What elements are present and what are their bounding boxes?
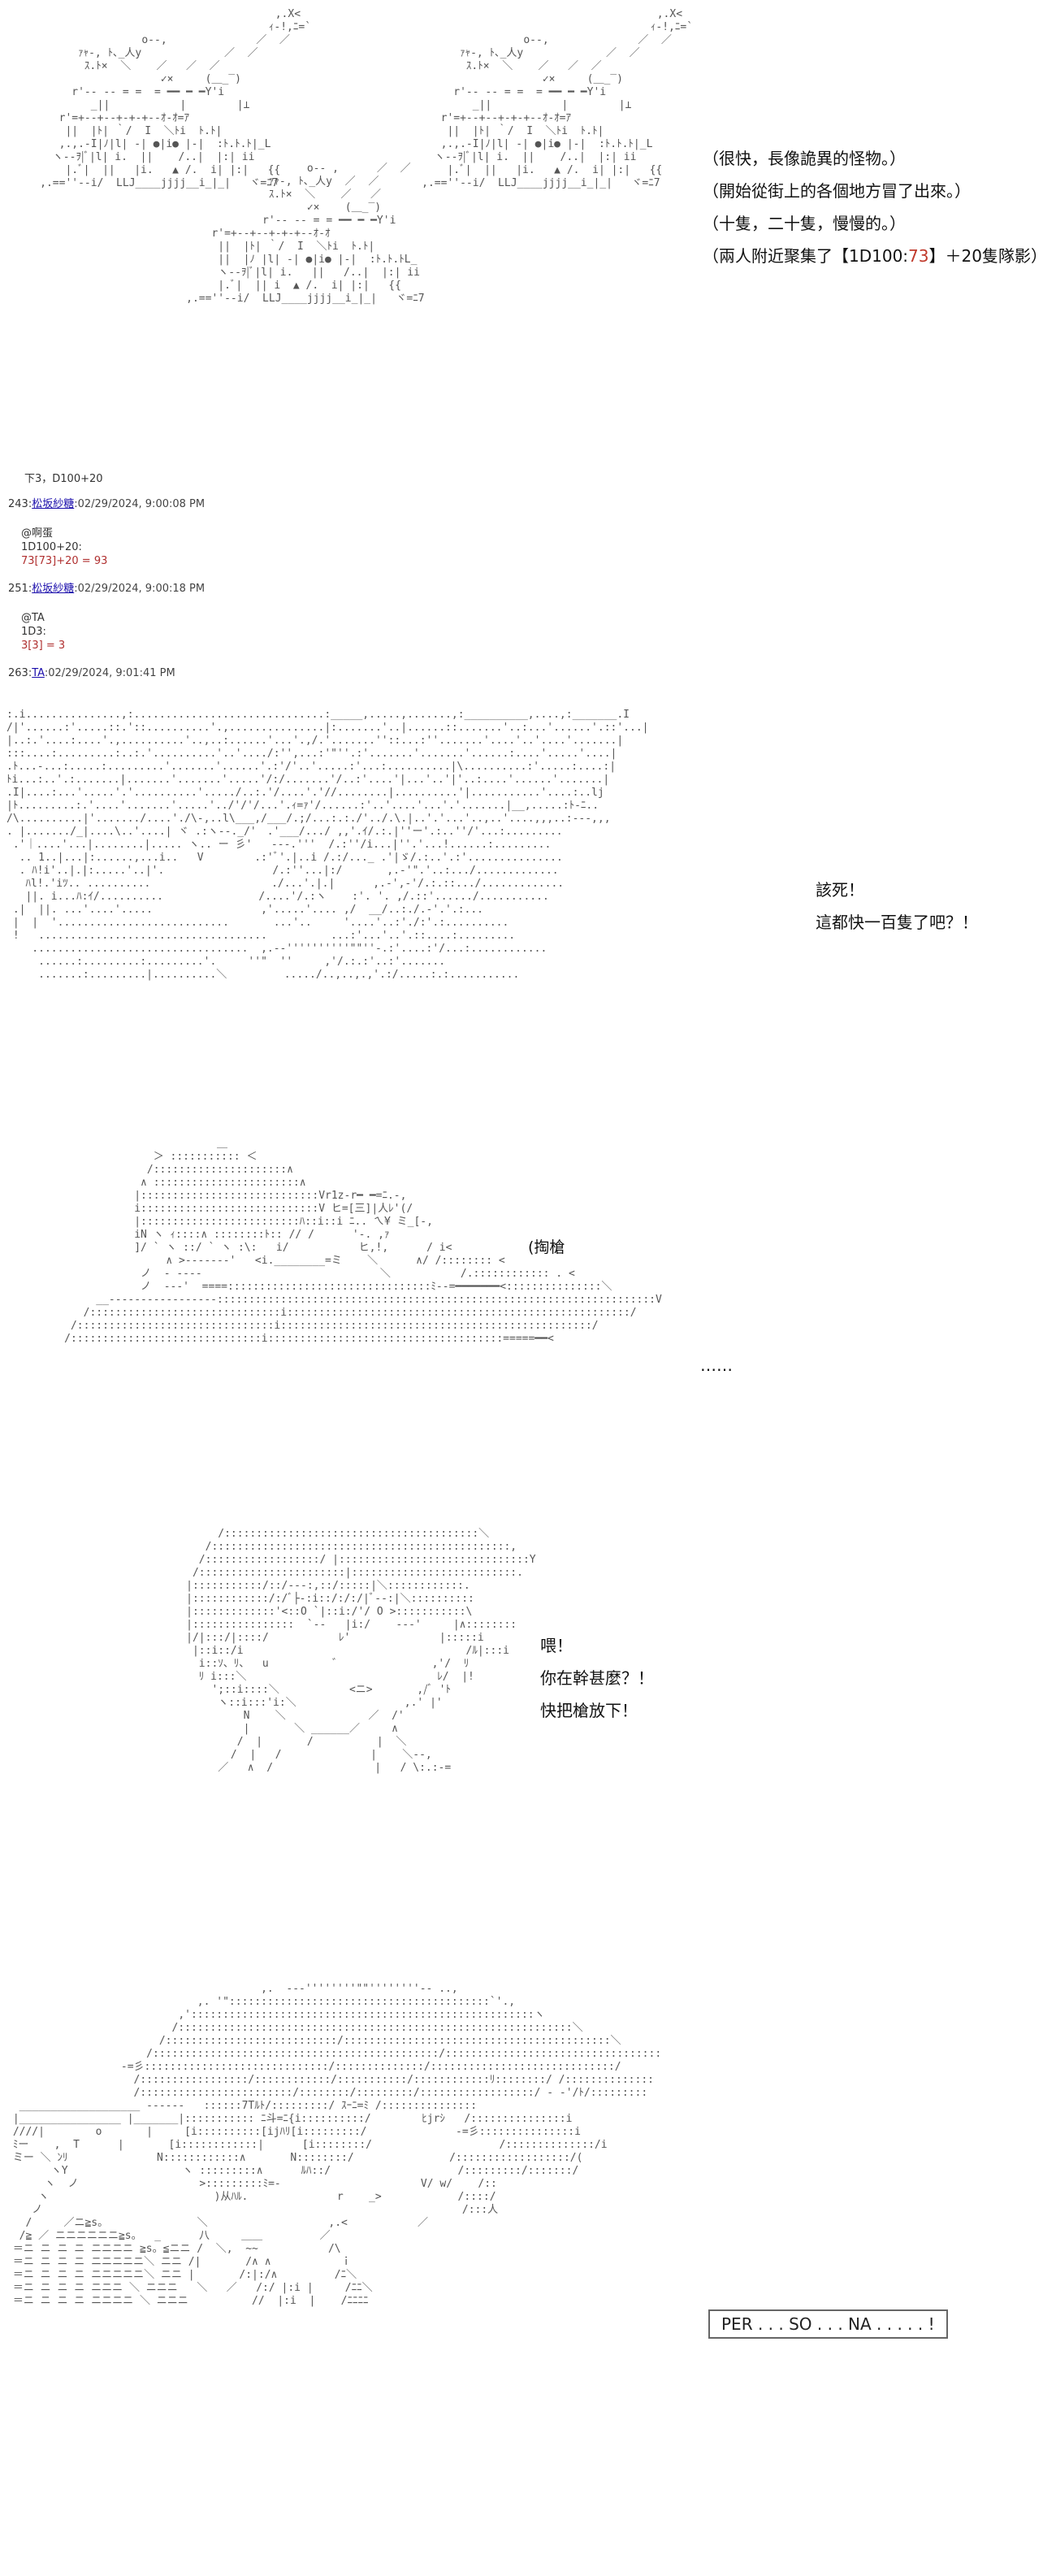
- sfx-draw-gun: (掏槍: [528, 1238, 565, 1256]
- dialogue-panel-4: 喂！ 你在幹甚麼？！ 快把槍放下！: [540, 1629, 654, 1727]
- narration-line-3: （十隻，二十隻，慢慢的。）: [703, 214, 906, 233]
- post-date: :02/29/2024, 9:01:41 PM: [44, 667, 175, 679]
- post-author-link[interactable]: 松坂紗糖: [32, 498, 75, 510]
- ascii-art-drawing-gun: ＿ ＞ ::::::::::: ＜ /:::::::::::::::::::::…: [64, 1138, 662, 1345]
- footnote-roll-request: 下3，D100+20: [24, 473, 103, 485]
- narration-roll-value: 73: [908, 246, 929, 266]
- dialogue-line-1: 喂！: [540, 1636, 573, 1655]
- ascii-art-monsters-center: o-- , ／ ／ ｧｬ-, ﾄ､_人y ／ ／ ｽ.ﾄ× ＼ ／ ／ ✓× (…: [186, 163, 425, 305]
- post-number: 243:: [8, 498, 32, 510]
- roll-mention: @TA: [21, 612, 45, 624]
- post-number: 263:: [8, 667, 32, 679]
- post-date: :02/29/2024, 9:00:08 PM: [74, 498, 206, 510]
- narration-line-4: （兩人附近聚集了【1D100:73】＋20隻隊影）: [703, 240, 1047, 272]
- post-header-251: 251:松坂紗糖:02/29/2024, 9:00:18 PM: [8, 582, 205, 596]
- post-header-243: 243:松坂紗糖:02/29/2024, 9:00:08 PM: [8, 497, 205, 512]
- roll-expression: 1D3:: [21, 626, 46, 638]
- dialogue-panel-2: 該死！ 這都快一百隻了吧？！: [816, 874, 978, 939]
- narration-line-2: （開始從街上的各個地方冒了出來。）: [703, 181, 971, 201]
- ascii-art-monsters-right: ,.X< ｨ-!,ﾆ=` o--, ／ ／ ｧｬ-, ﾄ､_人y ／ ／ ｽ.ﾄ…: [422, 8, 694, 189]
- dialogue-line-1: 該死！: [816, 880, 864, 900]
- dialogue-line-3: 快把槍放下！: [540, 1701, 638, 1720]
- roll-result: 3[3] = 3: [21, 640, 66, 652]
- ascii-art-monsters-left: ,.X< ｨ-!,ﾆ=` o--, ／ ／ ｧｬ-, ﾄ､_人y ／ ／ ｽ.ﾄ…: [40, 8, 312, 189]
- post-header-263: 263:TA:02/29/2024, 9:01:41 PM: [8, 666, 175, 681]
- post-author-name: TA: [32, 667, 45, 679]
- ascii-art-shouting-boy: /:::::::::::::::::::::::::::::::::::::::…: [186, 1528, 536, 1774]
- post-date: :02/29/2024, 9:00:18 PM: [74, 583, 206, 595]
- dialogue-line-2: 這都快一百隻了吧？！: [816, 913, 978, 932]
- roll-block-251: @TA 1D3: 3[3] = 3: [21, 611, 65, 653]
- roll-result: 73[73]+20 = 93: [21, 555, 108, 567]
- post-number: 251:: [8, 583, 32, 595]
- post-author-link[interactable]: 松坂紗糖: [32, 583, 75, 595]
- roll-block-243: @啊蛋 1D100+20: 73[73]+20 = 93: [21, 527, 107, 568]
- narration-line-1: （很快，長像詭異的怪物。）: [703, 149, 906, 168]
- roll-mention: @啊蛋: [21, 527, 54, 540]
- ascii-art-shadowed-face: :.i...............,:....................…: [6, 709, 649, 981]
- ascii-art-persona: ,. ---''''''''""''''''''-- .., ,. '"::::…: [12, 1983, 662, 2307]
- roll-expression: 1D100+20:: [21, 541, 82, 553]
- ellipsis-text: ……: [700, 1355, 733, 1375]
- narration-block: （很快，長像詭異的怪物。） （開始從街上的各個地方冒了出來。） （十隻，二十隻，…: [703, 142, 1047, 272]
- narration-roll-prefix: （兩人附近聚集了【1D100:: [703, 246, 909, 266]
- persona-boxed-text: PER . . . SO . . . NA . . . . . !: [708, 2309, 948, 2339]
- narration-roll-suffix: 】＋20隻隊影）: [928, 246, 1047, 266]
- dialogue-line-2: 你在幹甚麼？！: [540, 1668, 654, 1688]
